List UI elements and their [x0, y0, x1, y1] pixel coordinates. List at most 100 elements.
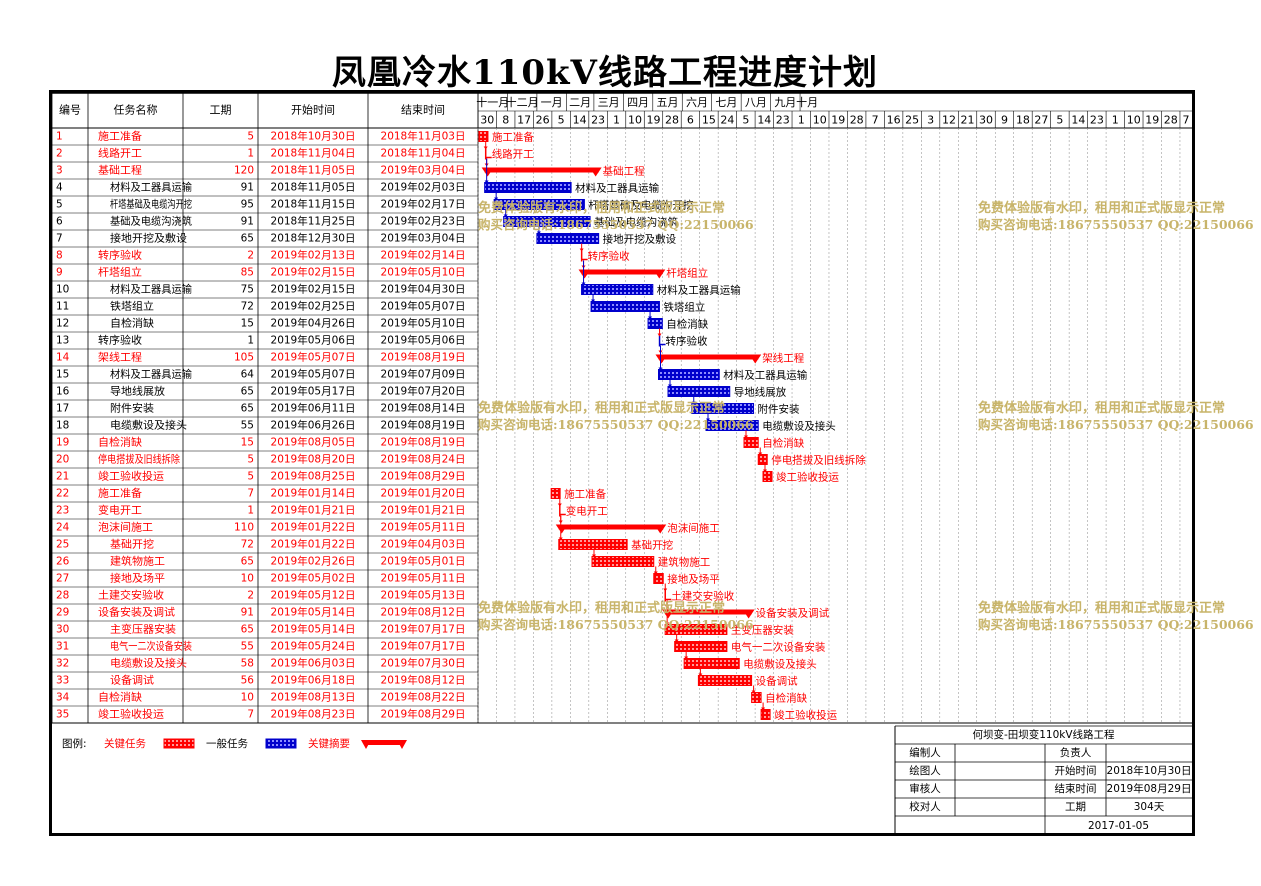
task-bar-critical — [683, 658, 740, 669]
bar-label: 施工准备 — [564, 488, 606, 501]
column-header-start: 开始时间 — [291, 103, 335, 117]
watermark-line1: 免费体验版有水印，租用和正式版显示正常 — [478, 200, 725, 216]
week-label: 9 — [1001, 114, 1008, 127]
week-label: 1 — [798, 114, 805, 127]
task-start: 2019年01月22日 — [271, 538, 356, 551]
task-duration: 91 — [241, 216, 254, 228]
task-name: 竣工验收投运 — [98, 708, 165, 721]
task-name: 铁塔组立 — [110, 300, 154, 313]
week-label: 19 — [646, 114, 660, 127]
watermark-line2: 购买咨询电话:18675550537 QQ:22150066 — [478, 217, 754, 232]
task-duration: 91 — [241, 182, 254, 194]
month-label: 十二月 — [506, 95, 539, 109]
watermark-line1: 免费体验版有水印，租用和正式版显示正常 — [978, 200, 1225, 216]
task-id: 14 — [56, 352, 70, 364]
watermark-line2: 购买咨询电话:18675550537 QQ:22150066 — [978, 617, 1254, 632]
task-name: 电气一二次设备安装 — [110, 640, 192, 653]
week-label: 5 — [742, 114, 749, 127]
task-name: 施工准备 — [98, 130, 143, 143]
dependency-arrowhead — [648, 316, 653, 320]
bar-label: 竣工验收投运 — [774, 709, 837, 722]
task-bar-normal — [536, 233, 600, 244]
task-start: 2018年11月25日 — [271, 215, 356, 228]
task-duration: 55 — [241, 641, 254, 653]
summary-start-marker — [555, 524, 568, 534]
task-id: 17 — [56, 403, 69, 415]
task-start: 2018年10月30日 — [271, 130, 356, 143]
task-duration: 105 — [234, 352, 254, 364]
task-name: 材料及工器具运输 — [110, 181, 192, 194]
summary-start-marker — [578, 269, 591, 279]
task-id: 9 — [56, 267, 63, 279]
info-duration-value: 304天 — [1134, 801, 1165, 813]
week-label: 23 — [591, 114, 605, 127]
week-label: 10 — [1127, 114, 1141, 127]
bar-label: 铁塔组立 — [663, 301, 705, 314]
bar-label: 导地线展放 — [734, 386, 787, 399]
task-bar-normal — [484, 182, 572, 193]
task-name: 设备调试 — [110, 674, 155, 687]
task-start: 2019年01月14日 — [271, 487, 356, 500]
bar-label: 土建交安验收 — [671, 590, 734, 603]
task-id: 8 — [56, 250, 63, 262]
task-id: 7 — [56, 233, 63, 245]
task-end: 2019年05月07日 — [381, 300, 466, 313]
task-end: 2019年07月09日 — [381, 368, 466, 381]
legend-summary-marker — [361, 740, 371, 749]
task-duration: 2 — [247, 590, 254, 602]
task-bar-critical — [653, 573, 664, 584]
task-bar-normal — [503, 216, 591, 227]
task-end: 2019年07月30日 — [381, 657, 466, 670]
task-duration: 10 — [241, 573, 254, 585]
bar-label: 附件安装 — [758, 403, 800, 416]
task-start: 2019年05月07日 — [271, 351, 356, 364]
week-label: 18 — [1016, 114, 1030, 127]
week-label: 10 — [628, 114, 642, 127]
task-id: 27 — [56, 573, 69, 585]
task-bar-critical — [550, 488, 561, 499]
page-title: 凤凰冷水110kV线路工程进度计划 — [332, 53, 878, 93]
task-duration: 85 — [241, 267, 254, 279]
info-end-value: 2019年08月29日 — [1107, 782, 1192, 795]
task-end: 2019年08月19日 — [381, 436, 466, 449]
task-end: 2019年08月22日 — [381, 691, 466, 704]
task-bar-normal — [647, 318, 663, 329]
task-start: 2018年11月04日 — [271, 147, 356, 160]
summary-end-marker — [749, 354, 762, 364]
bar-label: 设备安装及调试 — [756, 607, 830, 620]
task-duration: 15 — [241, 437, 254, 449]
bar-label: 线路开工 — [492, 148, 534, 161]
bar-label: 电缆敷设及接头 — [743, 658, 817, 671]
task-start: 2019年02月26日 — [271, 555, 356, 568]
watermark-line1: 免费体验版有水印，租用和正式版显示正常 — [978, 600, 1225, 616]
task-name: 土建交安验收 — [98, 589, 165, 602]
task-name: 转序验收 — [98, 249, 143, 262]
task-end: 2019年08月29日 — [381, 708, 466, 721]
task-id: 22 — [56, 488, 69, 500]
dependency-arrowhead — [665, 622, 670, 626]
task-id: 18 — [56, 420, 69, 432]
week-label: 5 — [558, 114, 565, 127]
task-bar-critical — [664, 624, 728, 635]
task-bar-critical — [478, 131, 489, 142]
dependency-arrowhead — [706, 418, 710, 422]
week-label: 27 — [1034, 114, 1048, 127]
dependency-arrowhead — [483, 146, 488, 150]
summary-end-marker — [589, 167, 602, 177]
week-label: 24 — [720, 114, 734, 127]
column-header-end: 结束时间 — [401, 104, 445, 117]
task-start: 2019年05月06日 — [271, 334, 356, 347]
dependency-arrowhead — [592, 554, 596, 558]
task-name: 设备安装及调试 — [98, 606, 176, 619]
task-name: 建筑物施工 — [110, 555, 165, 568]
task-start: 2019年08月25日 — [271, 470, 356, 483]
task-name: 电缆敷设及接头 — [110, 657, 187, 670]
month-label: 七月 — [715, 96, 737, 109]
task-start: 2019年05月14日 — [271, 623, 356, 636]
task-duration: 1 — [247, 335, 254, 347]
week-label: 30 — [480, 114, 494, 127]
task-name: 导地线展放 — [110, 385, 166, 398]
task-name: 变电开工 — [98, 504, 142, 517]
bar-label: 泡沫间施工 — [667, 522, 720, 535]
month-label: 十一月 — [476, 95, 509, 109]
